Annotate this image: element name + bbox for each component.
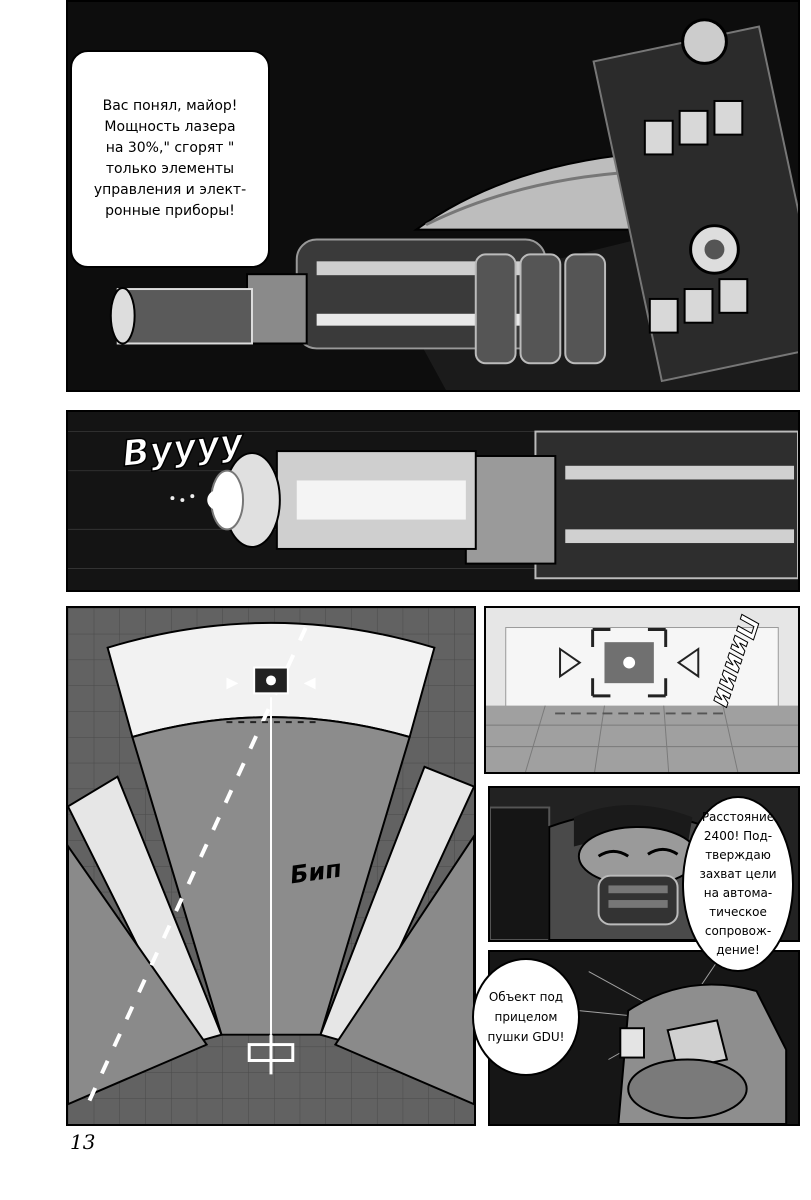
speech-bubble-major: Вас понял, майор! Мощность лазера на 30%… [70,50,270,268]
panel-targeting-hud [66,606,476,1126]
lock-screen-illustration [486,608,798,772]
hud-illustration [68,608,474,1124]
laser-illustration [68,412,798,590]
speech-bubble-trigger: Объект под прицелом пушки GDU! [472,958,580,1076]
speech-bubble-pilot: Расстояние 2400! Под- тверждаю захват це… [682,796,794,972]
page-number: 13 [70,1130,96,1154]
speech-bubble-trigger-text: Объект под прицелом пушки GDU! [487,990,565,1044]
speech-bubble-pilot-text: Расстояние 2400! Под- тверждаю захват це… [699,810,777,957]
speech-bubble-major-text: Вас понял, майор! Мощность лазера на 30%… [93,98,247,219]
panel-lock-screen [484,606,800,774]
panel-laser-fire [66,410,800,592]
